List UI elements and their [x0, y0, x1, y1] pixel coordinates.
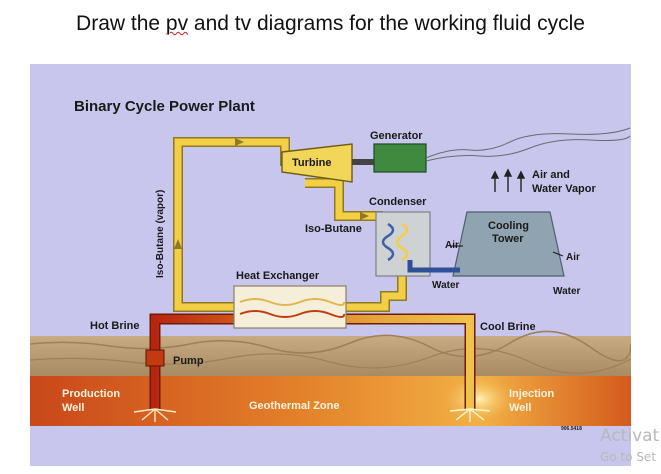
pump-label: Pump [173, 355, 204, 367]
heat-exchanger-label: Heat Exchanger [236, 270, 320, 282]
power-line-2 [425, 135, 631, 162]
bottom-background [30, 426, 631, 466]
ground-texture-2 [30, 348, 631, 374]
condenser-coil [381, 222, 395, 262]
question-part-1: Draw the [76, 12, 166, 35]
injection-well-label-1: Injection [509, 388, 555, 400]
power-line [425, 127, 631, 159]
turbine-icon [281, 143, 353, 183]
cooling-tower-icon [452, 211, 565, 277]
geothermal-zone-layer [30, 376, 631, 426]
diagram-title: Binary Cycle Power Plant [74, 98, 255, 115]
injection-well-label-2: Well [509, 402, 531, 414]
hot-brine-label: Hot Brine [90, 320, 140, 332]
air-arrow-right [552, 251, 564, 257]
ground-layer [30, 336, 631, 376]
flow-arrow-3 [360, 212, 369, 220]
injection-well-cracks [449, 408, 491, 422]
diagram-canvas: Binary Cycle Power Plant Generator Turbi… [30, 64, 631, 466]
production-well-cracks [133, 408, 177, 422]
condenser-label: Condenser [369, 196, 427, 208]
cool-brine-label: Cool Brine [480, 321, 536, 333]
air-and-water-vapor-label-2: Water Vapor [532, 183, 596, 195]
spellcheck-word-pv: pv [165, 12, 189, 35]
turbine-shaft [352, 159, 374, 165]
water-pipe [407, 260, 460, 273]
ground-texture [30, 330, 631, 362]
pump-icon [145, 349, 165, 367]
iso-butane-vapor-label: Iso-Butane (vapor) [155, 190, 166, 278]
air-right-label: Air [566, 252, 580, 263]
iso-butane-label: Iso-Butane [305, 223, 362, 235]
figure-code: 906.5418 [561, 426, 582, 432]
production-well-label-2: Well [62, 402, 84, 414]
water-right-label: Water [553, 286, 581, 297]
cooling-tower-label-2: Tower [492, 233, 524, 245]
heat-exchanger-coil [239, 298, 346, 306]
flow-arrow-1 [235, 138, 244, 146]
heat-exchanger [233, 285, 347, 329]
vapor-arrows [490, 168, 526, 192]
production-well-label-1: Production [62, 388, 120, 400]
question-part-2: and tv diagrams for the working fluid cy… [188, 12, 585, 35]
turbine-label: Turbine [292, 157, 332, 169]
air-and-water-vapor-label-1: Air and [532, 169, 570, 181]
air-left-label: Air [445, 240, 459, 251]
generator-label: Generator [370, 130, 423, 142]
flow-arrow-2 [174, 239, 182, 249]
condenser-coil-2 [395, 222, 409, 262]
binary-cycle-diagram: Binary Cycle Power Plant Generator Turbi… [30, 64, 631, 466]
generator-icon [373, 143, 427, 173]
heat-exchanger-coil-2 [239, 310, 346, 318]
question-text: Draw the pv and tv diagrams for the work… [0, 12, 661, 36]
activate-watermark-sub: Go to Set [600, 450, 657, 464]
cooling-tower-label-1: Cooling [488, 220, 529, 232]
activate-watermark: Activat [600, 426, 660, 446]
water-center-label: Water [432, 280, 460, 291]
geothermal-zone-label: Geothermal Zone [249, 400, 339, 412]
injection-glow [441, 375, 517, 423]
